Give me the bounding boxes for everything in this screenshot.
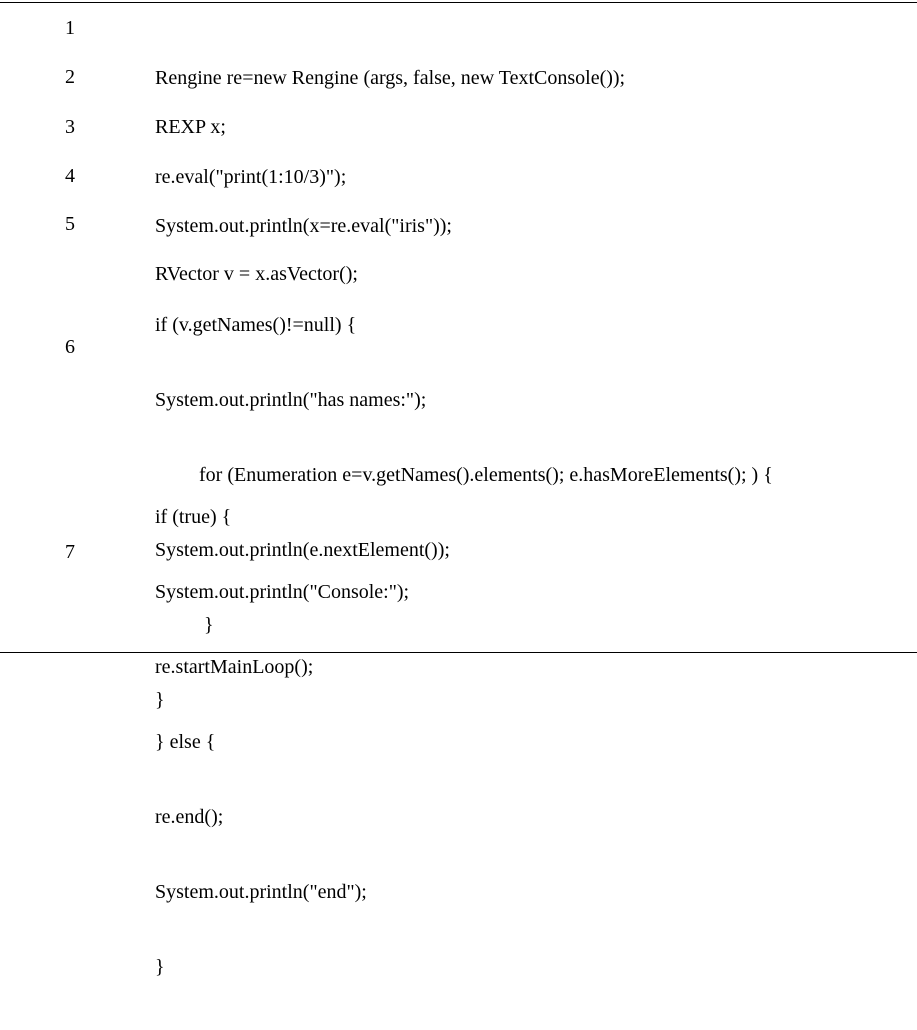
row-number: 1 — [65, 17, 75, 39]
row-number: 2 — [65, 66, 75, 88]
code-cell: Rengine re=new Rengine (args, false, new… — [155, 16, 625, 141]
code-line: re.end(); — [155, 806, 224, 828]
code-line: for (Enumeration e=v.getNames().elements… — [199, 464, 773, 486]
code-line: re.eval("print(1:10/3)"); — [155, 166, 347, 188]
code-line: System.out.println("end"); — [155, 881, 367, 903]
code-line: Rengine re=new Rengine (args, false, new… — [155, 67, 626, 89]
code-line: System.out.println(e.nextElement()); — [155, 539, 450, 561]
code-cell: REXP x; — [155, 65, 226, 190]
row-number: 4 — [65, 165, 75, 187]
code-line: System.out.println(x=re.eval("iris")); — [155, 215, 452, 237]
code-line: System.out.println("Console:"); — [155, 581, 410, 603]
code-line: REXP x; — [155, 116, 226, 138]
code-cell: RVector v = x.asVector(); — [155, 212, 358, 337]
code-cell: re.eval("print(1:10/3)"); — [155, 115, 346, 240]
code-line: } else { — [155, 731, 216, 753]
table-top-rule — [0, 2, 917, 3]
code-line: if (true) { — [155, 506, 232, 528]
code-cell: System.out.println(x=re.eval("iris")); — [155, 164, 452, 289]
code-cell: if (true) { System.out.println("Console:… — [155, 455, 409, 1030]
code-line: re.startMainLoop(); — [155, 656, 314, 678]
code-cell: if (v.getNames()!=null) { System.out.pri… — [155, 263, 773, 763]
table-bottom-rule — [0, 652, 917, 653]
code-line: } — [204, 614, 214, 636]
row-number: 6 — [65, 336, 75, 358]
row-number: 3 — [65, 116, 75, 138]
row-number: 7 — [65, 541, 75, 563]
code-line: RVector v = x.asVector(); — [155, 263, 358, 285]
code-line: } — [155, 956, 165, 978]
code-line: System.out.println("has names:"); — [155, 389, 427, 411]
row-number: 5 — [65, 213, 75, 235]
code-line: if (v.getNames()!=null) { — [155, 314, 357, 336]
